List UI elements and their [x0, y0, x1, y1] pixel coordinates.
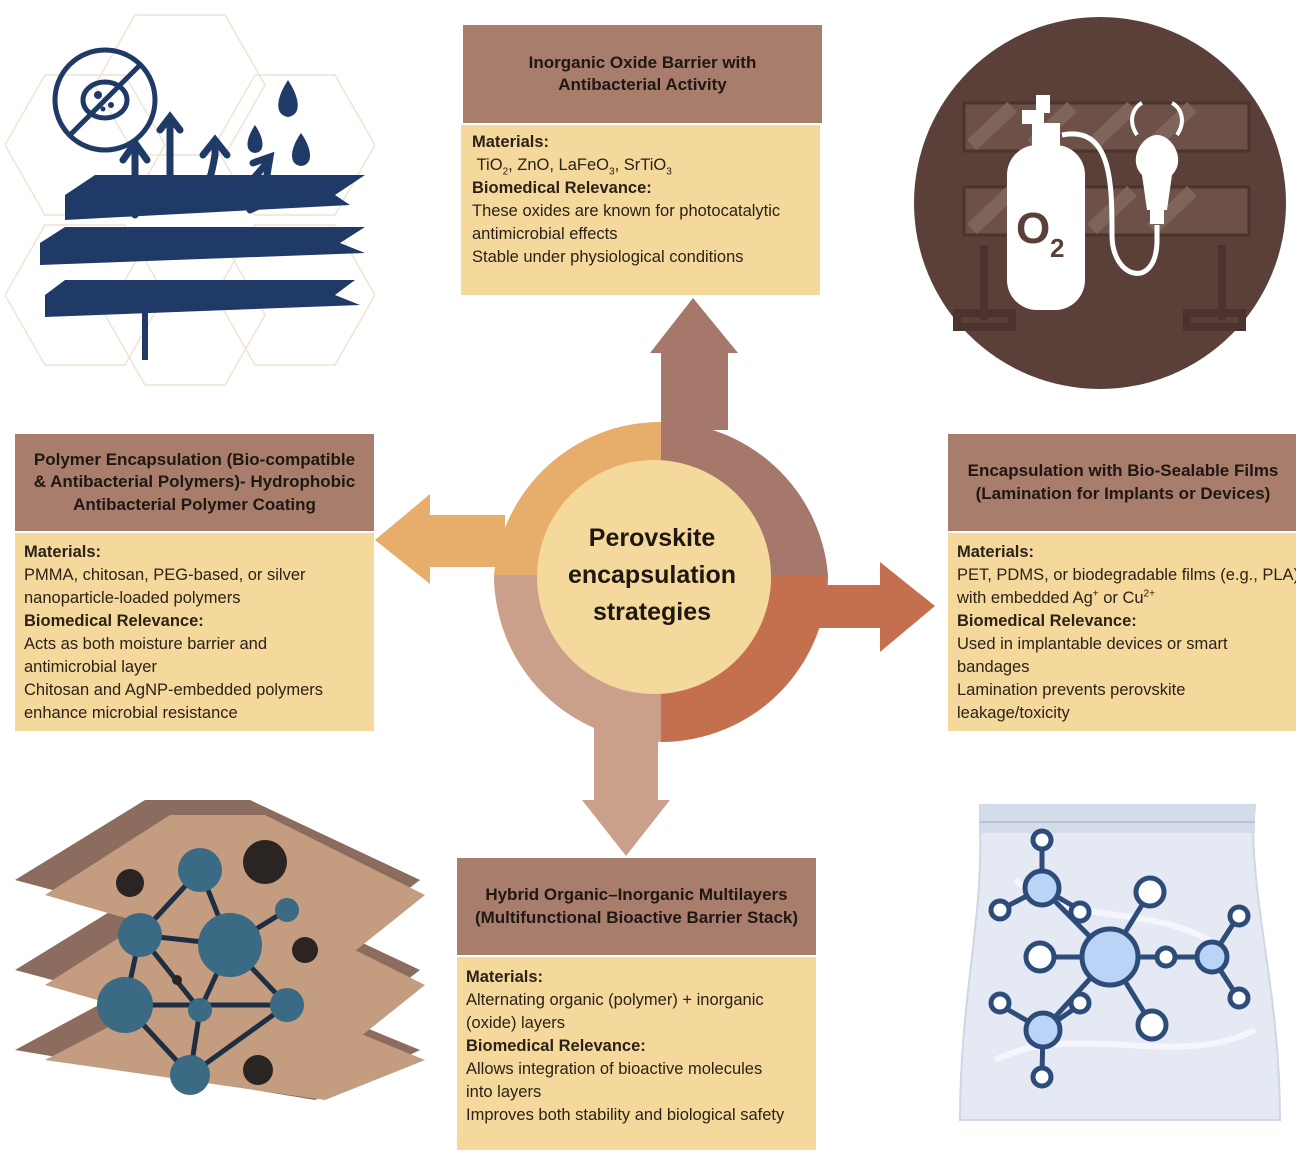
- relevance-line: antimicrobial effects: [472, 225, 618, 243]
- center-title: Perovskite encapsulation strategies: [540, 520, 764, 631]
- left-strategy-title: Polymer Encapsulation (Bio-compatible & …: [15, 434, 374, 531]
- left-title-line1: Polymer Encapsulation (Bio-compatible: [33, 450, 356, 470]
- relevance-line: bandages: [957, 658, 1030, 676]
- materials-line: Alternating organic (polymer) + inorgani…: [466, 991, 764, 1009]
- materials-text: or Cu: [1098, 589, 1144, 607]
- material-zno-lafeo3: , ZnO, LaFeO: [508, 156, 609, 174]
- material-tio2: TiO: [476, 156, 503, 174]
- relevance-line: Chitosan and AgNP-embedded polymers: [24, 681, 324, 699]
- materials-label: Materials:: [957, 543, 1035, 561]
- layered-nanoparticle-network-icon: [15, 800, 425, 1100]
- bottom-strategy-title: Hybrid Organic–Inorganic Multilayers (Mu…: [457, 858, 816, 955]
- right-arrow-head: [810, 562, 935, 652]
- relevance-label: Biomedical Relevance:: [472, 179, 652, 197]
- materials-line: with embedded Ag+ or Cu2+: [957, 587, 1296, 610]
- o2-subscript: 2: [1050, 233, 1064, 263]
- right-title-line1: Encapsulation with Bio-Sealable Films: [967, 461, 1279, 481]
- right-strategy-title: Encapsulation with Bio-Sealable Films (L…: [948, 434, 1296, 531]
- relevance-label: Biomedical Relevance:: [957, 612, 1137, 630]
- bottom-strategy-body: Materials: Alternating organic (polymer)…: [457, 957, 816, 1150]
- materials-label: Materials:: [24, 543, 102, 561]
- top-title-line1: Inorganic Oxide Barrier with: [528, 52, 757, 72]
- materials-list: TiO2, ZnO, LaFeO3, SrTiO3: [472, 154, 809, 177]
- relevance-line: Improves both stability and biological s…: [466, 1106, 785, 1124]
- center-title-line3: strategies: [592, 598, 712, 626]
- bottom-title-line1: Hybrid Organic–Inorganic Multilayers: [485, 885, 788, 905]
- materials-line: PMMA, chitosan, PEG-based, or silver: [24, 566, 306, 584]
- subscript: 3: [666, 166, 672, 178]
- relevance-label: Biomedical Relevance:: [24, 612, 204, 630]
- top-arrow-head: [650, 298, 738, 430]
- relevance-line: Used in implantable devices or smart: [957, 635, 1228, 653]
- material-srtio3: , SrTiO: [614, 156, 667, 174]
- relevance-line: Acts as both moisture barrier and: [24, 635, 268, 653]
- top-strategy-title: Inorganic Oxide Barrier with Antibacteri…: [463, 25, 822, 123]
- right-strategy-body: Materials: PET, PDMS, or biodegradable f…: [948, 533, 1296, 731]
- relevance-line: Stable under physiological conditions: [472, 248, 744, 266]
- relevance-line: enhance microbial resistance: [24, 704, 238, 722]
- top-strategy-body: Materials: TiO2, ZnO, LaFeO3, SrTiO3 Bio…: [461, 125, 820, 295]
- relevance-line: Lamination prevents perovskite: [957, 681, 1186, 699]
- superscript: +: [1092, 588, 1099, 600]
- relevance-line: Allows integration of bioactive molecule…: [466, 1060, 763, 1078]
- subscript: 3: [609, 166, 615, 178]
- top-title-line2: Antibacterial Activity: [558, 75, 727, 94]
- materials-label: Materials:: [472, 133, 550, 151]
- center-title-line1: Perovskite: [588, 524, 716, 552]
- hydrophobic-antibacterial-layers-icon: [5, 14, 375, 386]
- sealed-molecule-bag-icon: [958, 804, 1282, 1121]
- center-circle: [537, 460, 771, 694]
- o2-label: O: [1016, 204, 1050, 253]
- right-title-line2: (Lamination for Implants or Devices): [975, 483, 1271, 503]
- relevance-line: into layers: [466, 1083, 542, 1101]
- relevance-label: Biomedical Relevance:: [466, 1037, 646, 1055]
- left-arrow-head: [375, 494, 505, 584]
- center-title-line2: encapsulation: [567, 561, 737, 589]
- materials-text: with embedded Ag: [957, 589, 1093, 607]
- left-strategy-body: Materials: PMMA, chitosan, PEG-based, or…: [15, 533, 374, 731]
- materials-line: PET, PDMS, or biodegradable films (e.g.,…: [957, 566, 1296, 584]
- relevance-line: leakage/toxicity: [957, 704, 1070, 722]
- oxygen-tank-barrier-icon: O 2: [914, 17, 1286, 389]
- materials-label: Materials:: [466, 968, 544, 986]
- bottom-title-line2: (Multifunctional Bioactive Barrier Stack…: [474, 907, 799, 927]
- left-title-line3: Antibacterial Polymer Coating: [73, 494, 316, 514]
- relevance-line: antimicrobial layer: [24, 658, 157, 676]
- materials-line: (oxide) layers: [466, 1014, 566, 1032]
- subscript: 2: [502, 166, 509, 178]
- left-title-line2: & Antibacterial Polymers)- Hydrophobic: [33, 472, 356, 492]
- superscript: 2+: [1143, 588, 1155, 600]
- relevance-line: These oxides are known for photocatalyti…: [472, 202, 781, 220]
- materials-line: nanoparticle-loaded polymers: [24, 589, 241, 607]
- bottom-arrow-head: [582, 720, 670, 856]
